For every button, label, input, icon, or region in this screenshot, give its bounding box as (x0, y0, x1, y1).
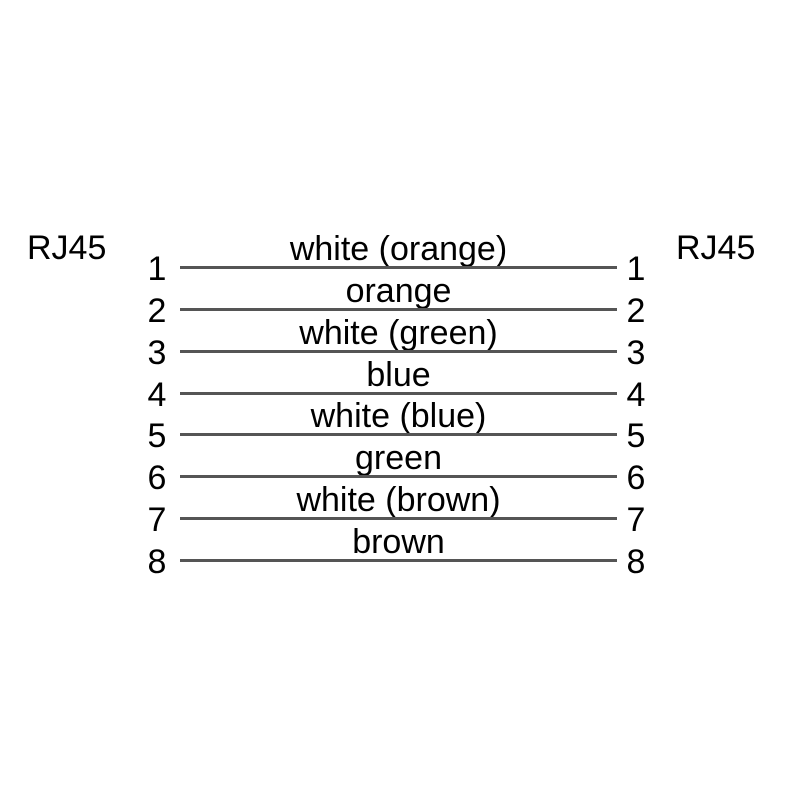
pin-number-right: 1 (626, 250, 646, 288)
wire-color-label: orange (345, 272, 452, 310)
pin-number-left: 2 (147, 292, 167, 330)
wire-line (180, 433, 617, 436)
wire-line (180, 475, 617, 478)
wire-color-label: white (orange) (289, 230, 508, 268)
wire-color-label: green (355, 439, 442, 477)
wire-color-label: white (blue) (310, 397, 487, 435)
pin-number-left: 6 (147, 459, 167, 497)
pin-number-left: 1 (147, 250, 167, 288)
pin-number-right: 4 (626, 376, 646, 414)
wire-color-label: white (brown) (296, 481, 501, 519)
wire-color-label: brown (352, 523, 445, 561)
wire-line (180, 559, 617, 562)
wire-line (180, 392, 617, 395)
pin-number-left: 7 (147, 501, 167, 539)
wire-line (180, 517, 617, 520)
pin-number-right: 5 (626, 417, 646, 455)
wire-line (180, 308, 617, 311)
pin-number-left: 8 (147, 543, 167, 581)
pin-number-right: 7 (626, 501, 646, 539)
pin-number-right: 8 (626, 543, 646, 581)
left-connector-label: RJ45 (27, 229, 107, 267)
wire-line (180, 350, 617, 353)
pin-number-left: 5 (147, 417, 167, 455)
wire-line (180, 266, 617, 269)
pin-number-right: 2 (626, 292, 646, 330)
pin-number-left: 4 (147, 376, 167, 414)
pin-number-left: 3 (147, 334, 167, 372)
pin-number-right: 6 (626, 459, 646, 497)
right-connector-label: RJ45 (676, 229, 756, 267)
wire-color-label: blue (366, 356, 431, 394)
wire-color-label: white (green) (299, 314, 498, 352)
pin-number-right: 3 (626, 334, 646, 372)
